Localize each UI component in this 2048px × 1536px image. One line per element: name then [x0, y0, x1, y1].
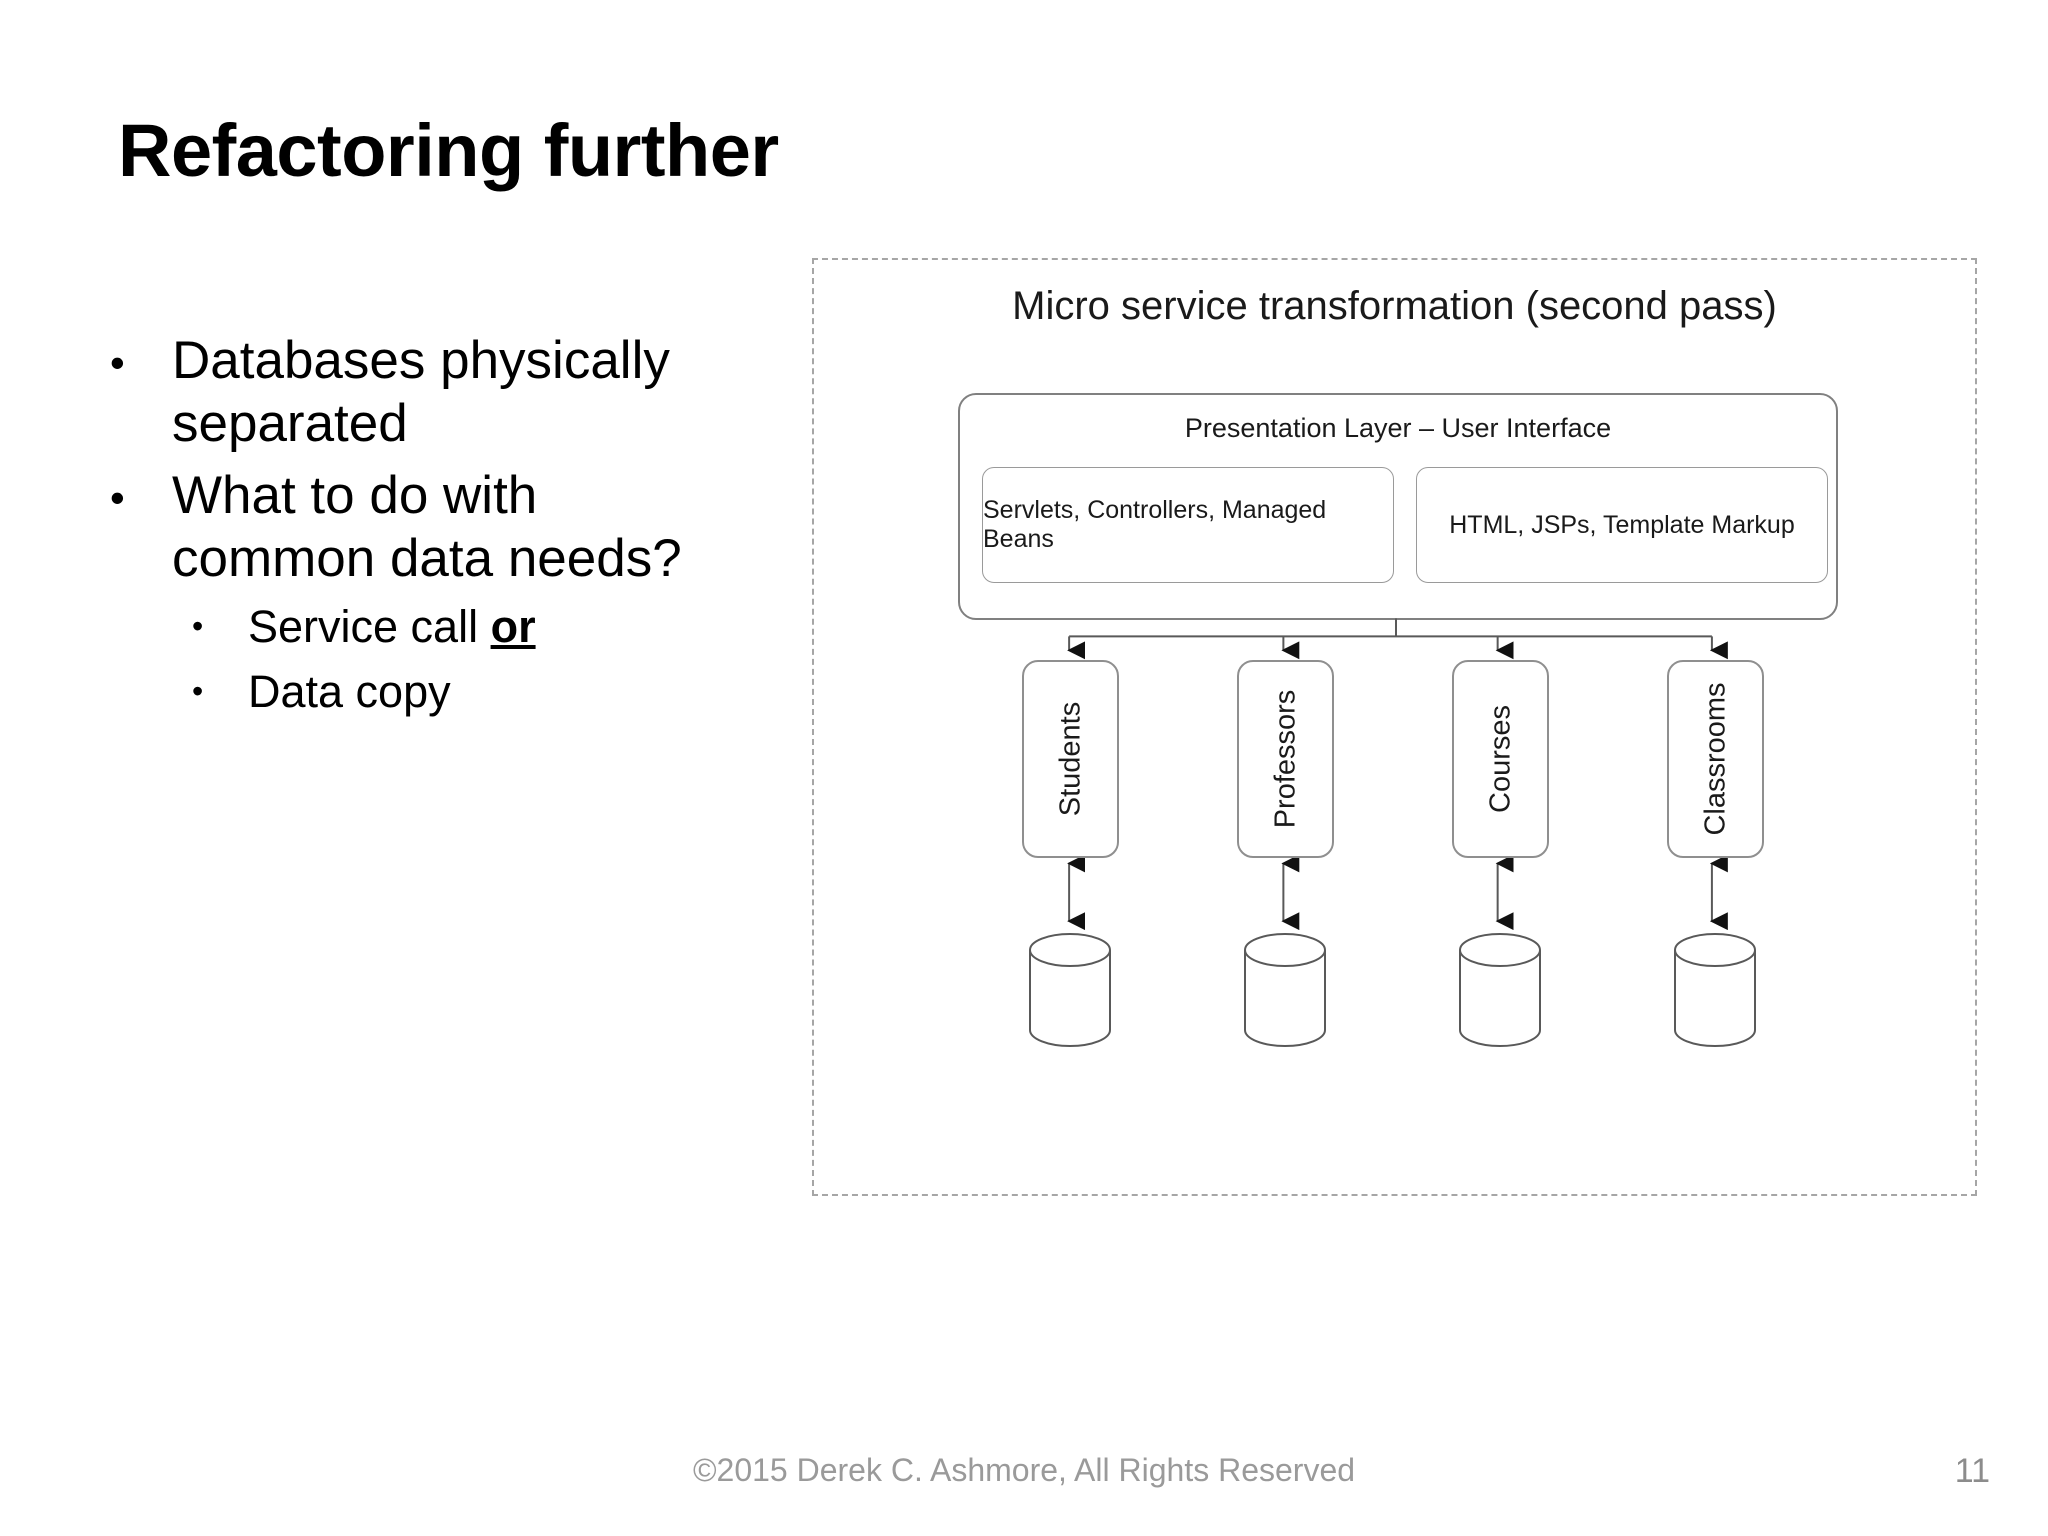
list-item: • Databases physically separated	[110, 330, 710, 455]
cylinder-icon	[1244, 933, 1326, 1047]
service-box-classrooms: Classrooms	[1667, 660, 1764, 858]
bullet-list: • Databases physically separated • What …	[110, 330, 710, 730]
footer-copyright: ©2015 Derek C. Ashmore, All Rights Reser…	[692, 1452, 1356, 1488]
cylinder-icon	[1459, 933, 1541, 1047]
database-cylinder-students	[1027, 932, 1113, 1048]
bullet-text: Databases physically separated	[172, 331, 670, 453]
bullet-text: What to do with common data needs?	[172, 466, 682, 588]
presentation-layer-title: Presentation Layer – User Interface	[1184, 413, 1612, 443]
list-item: • What to do with common data needs?	[110, 465, 710, 590]
service-label: Students	[1054, 701, 1086, 817]
cylinder-icon	[1674, 933, 1756, 1047]
presentation-layer-left-box: Servlets, Controllers, Managed Beans	[982, 467, 1394, 583]
diagram-title: Micro service transformation (second pas…	[1012, 284, 1777, 328]
service-label: Courses	[1484, 705, 1516, 813]
bullet-dot-icon: •	[110, 339, 125, 386]
bullet-dot-icon: •	[192, 673, 204, 710]
bullet-text: Service call or	[248, 600, 536, 653]
list-item: • Data copy	[192, 665, 710, 718]
bullet-text-emphasis: or	[490, 601, 536, 653]
database-cylinder-professors	[1242, 932, 1328, 1048]
bullet-text: Data copy	[248, 666, 451, 718]
service-label: Professors	[1269, 689, 1301, 829]
page-title: Refactoring further	[118, 109, 779, 192]
list-item: • Service call or	[192, 600, 710, 653]
presentation-layer-box: Presentation Layer – User Interface Serv…	[958, 393, 1838, 620]
database-cylinder-courses	[1457, 932, 1543, 1048]
page-number: 11	[1954, 1452, 1990, 1490]
architecture-diagram: Micro service transformation (second pas…	[812, 258, 1977, 1196]
presentation-layer-right-box: HTML, JSPs, Template Markup	[1416, 467, 1828, 583]
service-box-students: Students	[1022, 660, 1119, 858]
bullet-dot-icon: •	[192, 608, 204, 645]
service-box-courses: Courses	[1452, 660, 1549, 858]
bullet-text-plain: Service call	[248, 601, 491, 653]
service-label: Classrooms	[1699, 682, 1731, 836]
service-box-professors: Professors	[1237, 660, 1334, 858]
database-cylinder-classrooms	[1672, 932, 1758, 1048]
bullet-dot-icon: •	[110, 474, 125, 522]
cylinder-icon	[1029, 933, 1111, 1047]
